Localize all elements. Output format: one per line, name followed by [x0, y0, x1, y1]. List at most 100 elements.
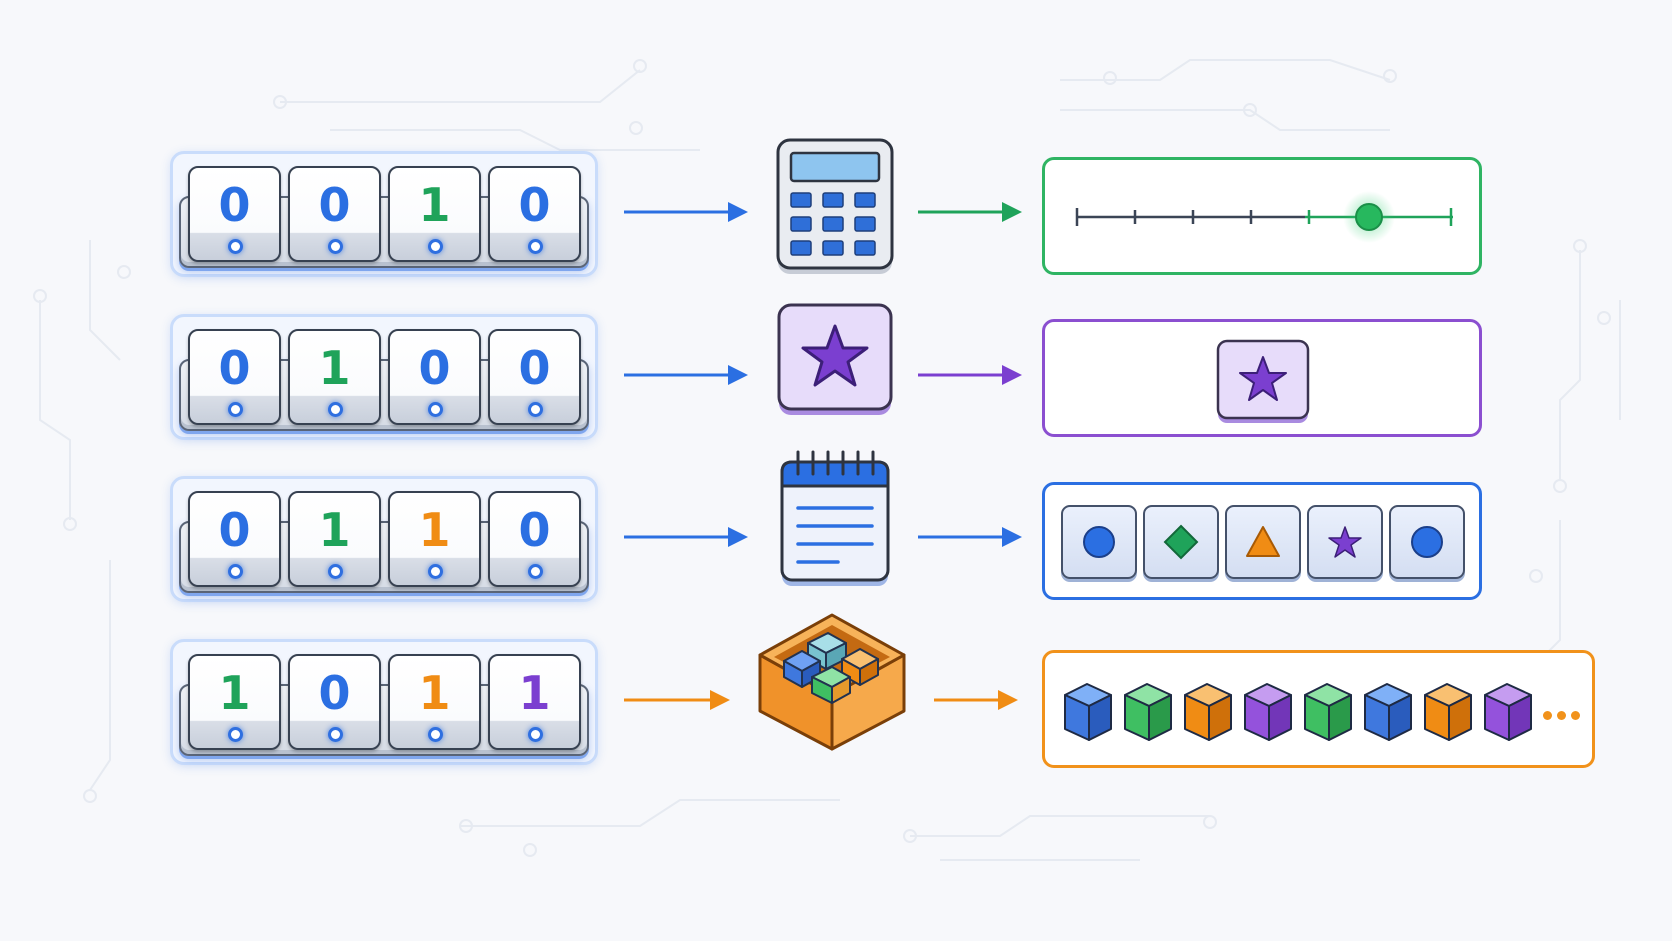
option-circle [1389, 505, 1465, 579]
bit-digit: 1 [418, 666, 451, 720]
option-circle [1061, 505, 1137, 579]
number-line [1075, 191, 1453, 243]
ellipsis-icon [1543, 710, 1580, 720]
bit-register: 0 1 1 0 [170, 476, 598, 602]
ellipsis-dot [1557, 710, 1566, 720]
output-collection-panel [1042, 650, 1595, 768]
bit-led [427, 402, 443, 417]
bit-led [327, 239, 343, 254]
bit-led [327, 402, 343, 417]
bit-list: 1 0 1 1 [188, 654, 581, 750]
cube-icon [1244, 683, 1292, 741]
bit-key: 0 [288, 166, 381, 262]
bit-digit: 1 [418, 178, 451, 232]
bit-led [327, 564, 343, 579]
bit-led [427, 727, 443, 742]
bit-digit: 0 [318, 178, 351, 232]
bit-led [227, 239, 243, 254]
bit-register: 0 0 1 0 [170, 151, 598, 277]
notepad-icon [780, 450, 890, 586]
bit-list: 0 1 1 0 [188, 491, 581, 587]
bit-led [527, 727, 543, 742]
bit-digit: 1 [418, 503, 451, 557]
output-symbol-panel [1042, 319, 1482, 437]
bit-key: 0 [188, 491, 281, 587]
option-diamond [1143, 505, 1219, 579]
bit-led [227, 727, 243, 742]
bit-key: 1 [488, 654, 581, 750]
cube-icon [1184, 683, 1232, 741]
arrow-right-icon [918, 202, 1022, 222]
triangle-icon [1246, 526, 1280, 557]
row-enumeration: 0 1 1 0 [0, 450, 1672, 612]
cube-icon [1484, 683, 1532, 741]
circle-icon [1411, 526, 1443, 558]
output-number-line-panel [1042, 157, 1482, 275]
bit-digit: 1 [218, 666, 251, 720]
bit-list: 0 1 0 0 [188, 329, 581, 425]
bit-register: 1 0 1 1 [170, 639, 598, 765]
arrow-right-icon [624, 202, 748, 222]
bit-key: 1 [288, 491, 381, 587]
star-tile-icon [777, 303, 893, 415]
bit-digit: 0 [518, 178, 551, 232]
row-collection: 1 0 1 1 [0, 613, 1672, 775]
bit-led [327, 727, 343, 742]
bit-led [227, 564, 243, 579]
star-icon [1216, 339, 1310, 423]
cube-sequence [1061, 681, 1580, 743]
output-options-panel [1042, 482, 1482, 600]
ellipsis-dot [1571, 710, 1580, 720]
bit-led [427, 239, 443, 254]
bit-digit: 0 [418, 341, 451, 395]
bit-led [427, 564, 443, 579]
bit-digit: 0 [218, 178, 251, 232]
bit-key: 1 [388, 491, 481, 587]
bit-key: 0 [188, 329, 281, 425]
bit-register: 0 1 0 0 [170, 314, 598, 440]
calculator-icon [776, 138, 894, 274]
bit-led [527, 239, 543, 254]
arrow-right-icon [918, 365, 1022, 385]
option-triangle [1225, 505, 1301, 579]
bit-key: 0 [488, 491, 581, 587]
star-icon [1328, 526, 1362, 558]
cube-icon [1124, 683, 1172, 741]
arrow-right-icon [624, 690, 730, 710]
row-character: 0 1 0 0 [0, 300, 1672, 450]
arrow-right-icon [918, 527, 1022, 547]
cube-icon [1304, 683, 1352, 741]
bit-key: 1 [388, 654, 481, 750]
bit-key: 0 [488, 166, 581, 262]
arrow-right-icon [934, 690, 1018, 710]
bit-key: 1 [388, 166, 481, 262]
bit-digit: 0 [218, 341, 251, 395]
bit-key: 1 [188, 654, 281, 750]
bit-led [527, 564, 543, 579]
bit-led [227, 402, 243, 417]
bit-digit: 0 [218, 503, 251, 557]
cube-icon [1424, 683, 1472, 741]
diamond-icon [1163, 524, 1199, 560]
bit-list: 0 0 1 0 [188, 166, 581, 262]
bit-key: 0 [188, 166, 281, 262]
bit-digit: 0 [518, 341, 551, 395]
arrow-right-icon [624, 527, 748, 547]
bit-key: 1 [288, 329, 381, 425]
circle-icon [1083, 526, 1115, 558]
cube-icon [1064, 683, 1112, 741]
bit-digit: 0 [318, 666, 351, 720]
arrow-right-icon [624, 365, 748, 385]
ellipsis-dot [1543, 710, 1552, 720]
bit-digit: 1 [518, 666, 551, 720]
bit-key: 0 [288, 654, 381, 750]
bit-digit: 1 [318, 341, 351, 395]
row-integer: 0 0 1 0 [0, 137, 1672, 287]
option-star [1307, 505, 1383, 579]
option-list [1061, 505, 1465, 579]
bit-key: 0 [388, 329, 481, 425]
bit-digit: 0 [518, 503, 551, 557]
bit-key: 0 [488, 329, 581, 425]
bit-digit: 1 [318, 503, 351, 557]
